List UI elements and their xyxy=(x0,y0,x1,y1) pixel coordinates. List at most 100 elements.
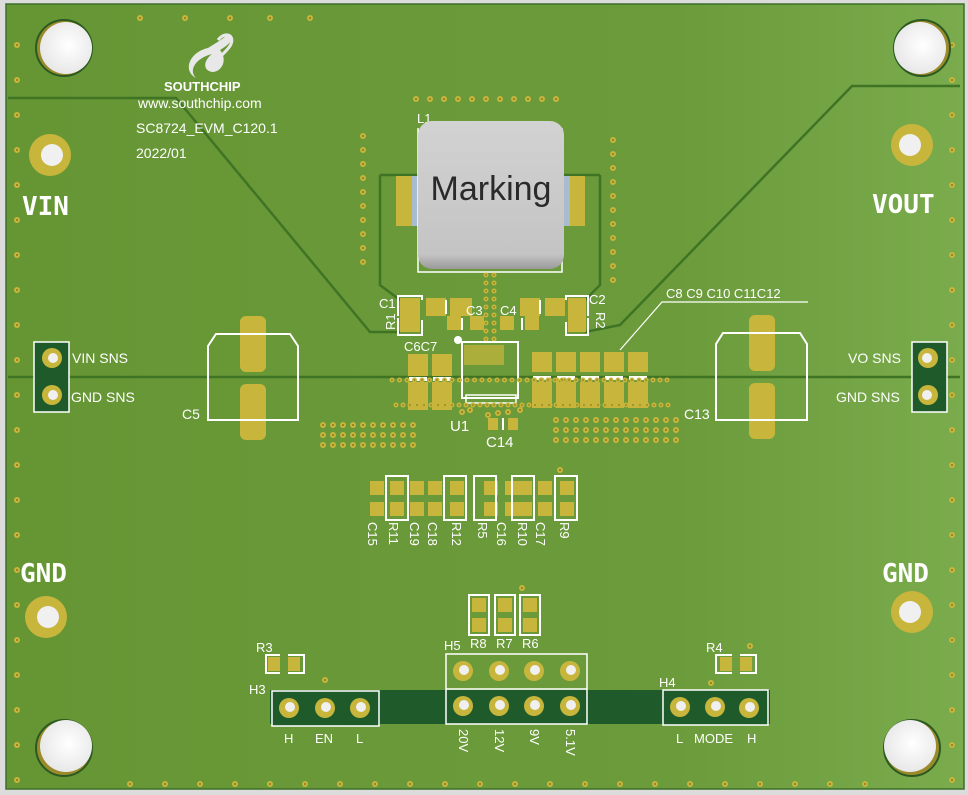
passive-pad xyxy=(450,502,464,516)
mounting-holes xyxy=(35,19,951,777)
ref-c2: C2 xyxy=(589,292,606,307)
label-gnd-right: GND xyxy=(882,559,929,589)
passive-pad xyxy=(560,481,574,495)
ref-r8: R8 xyxy=(470,636,487,651)
ref-r6: R6 xyxy=(522,636,539,651)
jumper-h5-top-pin[interactable] xyxy=(524,661,544,681)
jumper-h4[interactable] xyxy=(662,689,769,726)
ref-c19: C19 xyxy=(407,522,422,546)
output-cap-pad xyxy=(556,382,576,408)
ref-h4: H4 xyxy=(659,675,676,690)
passive-pad xyxy=(390,481,404,495)
inductor-marking: Marking xyxy=(431,170,552,208)
ref-c3: C3 xyxy=(466,303,483,318)
ref-output-caps: C8 C9 C10 C11C12 xyxy=(666,286,781,301)
inductor-vias xyxy=(360,96,616,283)
jumper-h5-pin-12v[interactable] xyxy=(489,696,509,716)
ref-c13: C13 xyxy=(684,406,710,422)
h5-label: 9V xyxy=(527,729,542,745)
terminal-vout[interactable] xyxy=(891,124,933,166)
label-vin: VIN xyxy=(22,192,69,222)
passive-pad xyxy=(428,481,442,495)
output-cap-pad xyxy=(604,382,624,408)
jumper-h5-top-pin[interactable] xyxy=(560,661,580,681)
jumper-h5-top-pin[interactable] xyxy=(453,661,473,681)
inductor-l1[interactable]: Marking xyxy=(418,121,564,269)
passive-pad xyxy=(450,481,464,495)
jumper-h3[interactable] xyxy=(271,690,380,727)
output-cap-pad xyxy=(532,352,552,372)
passive-pad xyxy=(560,502,574,516)
ref-c1: C1 xyxy=(379,296,396,311)
c2-r2-group xyxy=(500,295,589,336)
date-text: 2022/01 xyxy=(136,145,187,161)
passive-pad xyxy=(370,502,384,516)
website-text: www.southchip.com xyxy=(137,95,262,111)
label-vo-sns: VO SNS xyxy=(848,350,901,366)
center-via-column xyxy=(483,272,497,342)
ref-h3: H3 xyxy=(249,682,266,697)
output-cap-pad xyxy=(580,382,600,408)
output-cap-pad xyxy=(556,352,576,372)
bottom-row-passives xyxy=(370,475,578,521)
ref-c18: C18 xyxy=(425,522,440,546)
vin-sense-header[interactable] xyxy=(33,341,70,413)
passive-pad xyxy=(518,481,532,495)
ref-r2: R2 xyxy=(593,312,608,329)
label-gnd-left: GND xyxy=(20,559,67,589)
jumper-h3-pin-en[interactable] xyxy=(315,698,335,718)
passive-pad xyxy=(390,502,404,516)
terminal-gnd-right[interactable] xyxy=(891,591,933,633)
terminal-vin[interactable] xyxy=(29,134,71,176)
terminal-gnd-left[interactable] xyxy=(25,596,67,638)
ref-h5: H5 xyxy=(444,638,461,653)
ref-r7: R7 xyxy=(496,636,513,651)
ref-c14: C14 xyxy=(486,434,514,451)
edge-vias xyxy=(14,15,955,787)
h3-label-l: L xyxy=(356,731,363,746)
model-text: SC8724_EVM_C120.1 xyxy=(136,120,278,136)
ref-r3: R3 xyxy=(256,640,273,655)
jumper-h4-pin-l[interactable] xyxy=(670,697,690,717)
passive-pad xyxy=(538,502,552,516)
jumper-h5-pin-5.1v[interactable] xyxy=(560,696,580,716)
output-cap-pad xyxy=(628,352,648,372)
jumper-h5-pin-9v[interactable] xyxy=(524,696,544,716)
passive-pad xyxy=(370,481,384,495)
jumper-h3-pin-h[interactable] xyxy=(279,698,299,718)
jumper-h5-pin-20v[interactable] xyxy=(453,696,473,716)
ref-r5: R5 xyxy=(475,522,490,539)
jumper-h5-top-pin[interactable] xyxy=(489,661,509,681)
ref-c16: C16 xyxy=(494,522,509,546)
output-cap-pad xyxy=(628,382,648,408)
h5-label: 12V xyxy=(492,729,507,752)
southchip-logo: SOUTHCHIP xyxy=(164,33,241,94)
ref-c5: C5 xyxy=(182,406,200,422)
vout-sense-header[interactable] xyxy=(911,341,948,413)
passive-pad xyxy=(484,502,498,516)
jumper-h4-pin-mode[interactable] xyxy=(705,697,725,717)
ref-r11: R11 xyxy=(386,522,401,545)
ref-c17: C17 xyxy=(533,522,548,546)
ref-r9: R9 xyxy=(557,522,572,539)
output-caps xyxy=(532,352,648,408)
terminal-posts[interactable] xyxy=(25,124,933,638)
label-vin-sns: VIN SNS xyxy=(72,350,128,366)
output-cap-pad xyxy=(604,352,624,372)
ref-r10: R10 xyxy=(515,522,530,546)
resistor-r4 xyxy=(715,654,757,674)
passive-pad xyxy=(410,502,424,516)
passive-pad xyxy=(484,481,498,495)
c1-r1-group xyxy=(397,295,484,336)
jumper-h4-pin-h[interactable] xyxy=(739,698,759,718)
input-caps xyxy=(408,354,452,410)
ic-u1[interactable] xyxy=(454,336,519,404)
h4-label-mode: MODE xyxy=(694,731,733,746)
h5-label: 20V xyxy=(456,729,471,752)
bulk-cap-c13 xyxy=(715,315,808,439)
jumper-h5[interactable] xyxy=(445,653,588,725)
h4-label-h: H xyxy=(747,731,756,746)
jumper-h3-pin-l[interactable] xyxy=(350,698,370,718)
logo-brand: SOUTHCHIP xyxy=(164,79,241,94)
